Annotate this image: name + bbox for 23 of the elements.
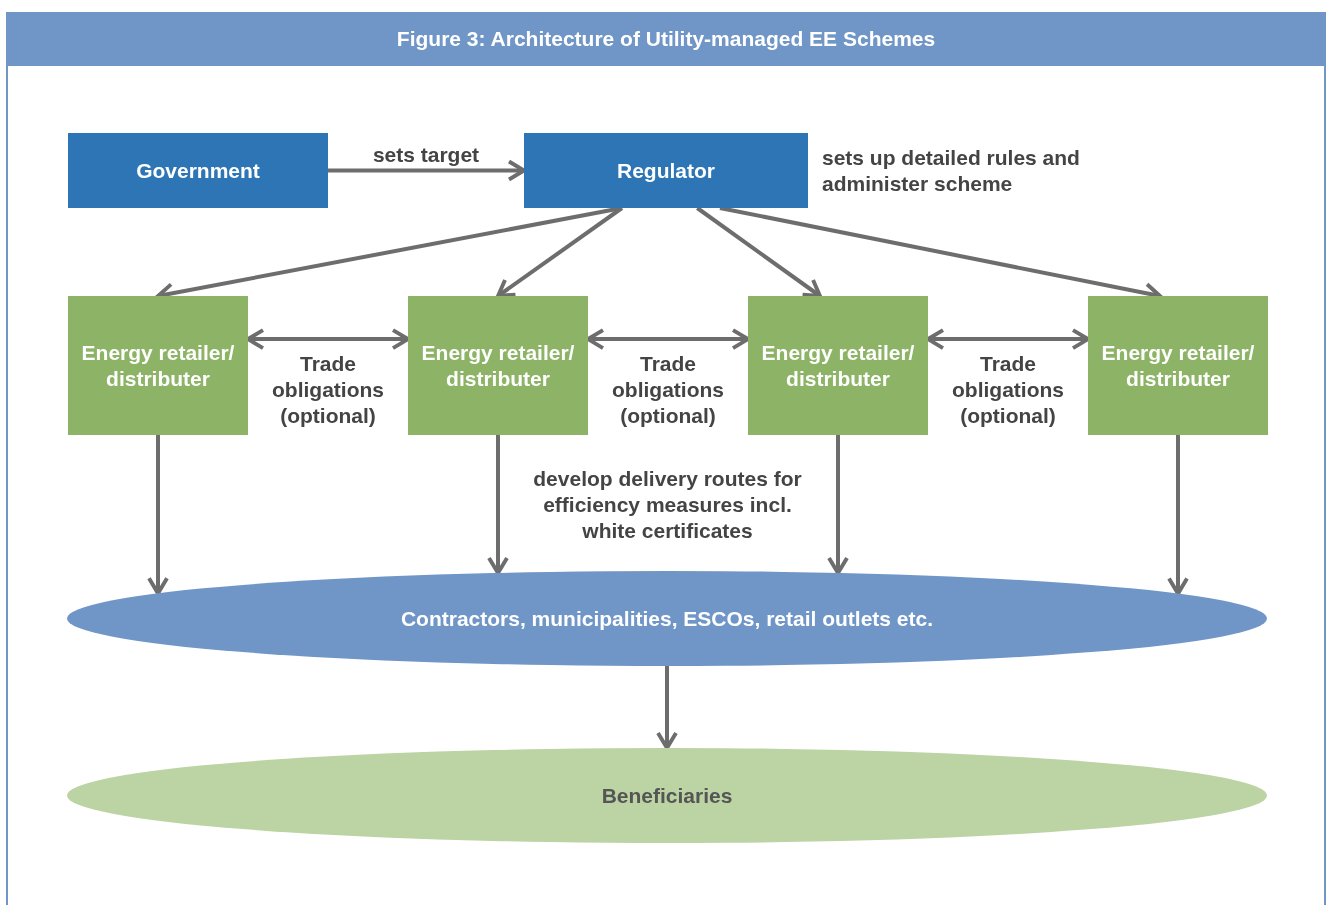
- process-box: [68, 296, 248, 435]
- arrow: [656, 666, 678, 750]
- arrow: [696, 206, 822, 298]
- figure-title: Figure 3: Architecture of Utility-managed EE Schemes: [6, 12, 1326, 66]
- arrow: [147, 435, 169, 596]
- arrow: [1167, 435, 1189, 596]
- process-box: [408, 296, 588, 435]
- process-box: [68, 133, 328, 208]
- node-label: Regulator: [617, 158, 715, 183]
- node-label: Energy retailer/ distributer: [420, 339, 576, 392]
- node-label: Beneficiaries: [601, 783, 733, 808]
- process-box: [748, 296, 928, 435]
- process-box: [1088, 296, 1268, 435]
- node-label: Energy retailer/ distributer: [760, 339, 916, 392]
- annotation-text: sets up detailed rules and administer scheme: [822, 145, 1081, 197]
- note-text: develop delivery routes for efficiency measures incl. white certificates: [532, 466, 803, 544]
- node-label: Energy retailer/ distributer: [80, 339, 236, 392]
- node-label: Contractors, municipalities, ESCOs, retail outlets etc.: [400, 606, 934, 631]
- node-label: Government: [136, 158, 260, 183]
- node-label: Energy retailer/ distributer: [1100, 339, 1256, 392]
- arrow: [328, 159, 526, 182]
- arrow: [496, 206, 624, 298]
- process-box: [524, 133, 808, 208]
